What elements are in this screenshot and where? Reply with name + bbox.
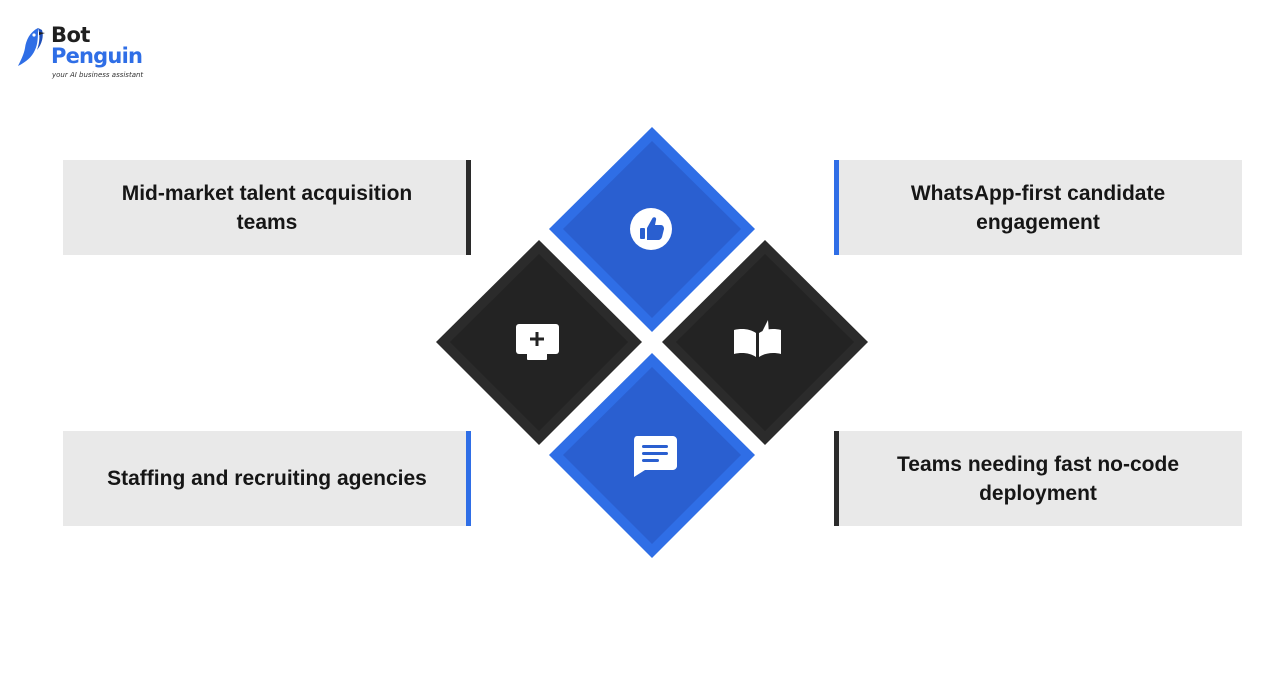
accent-bar-top-left xyxy=(466,160,471,255)
add-message-icon xyxy=(516,324,559,360)
brand-logo: Bot Penguin your AI business assistant xyxy=(18,24,158,84)
item-box-top-right: WhatsApp-first candidate engagement xyxy=(834,160,1242,255)
brand-name-bot: Bot xyxy=(51,23,90,47)
item-box-top-left: Mid-market talent acquisition teams xyxy=(63,160,471,255)
item-text: Staffing and recruiting agencies xyxy=(107,467,427,490)
accent-bar-bottom-left xyxy=(466,431,471,526)
brand-tagline: your AI business assistant xyxy=(52,71,144,79)
penguin-logo-icon xyxy=(18,28,45,66)
thumbs-up-icon xyxy=(630,208,672,250)
brand-name-penguin: Penguin xyxy=(51,44,143,68)
accent-bar-bottom-right xyxy=(834,431,839,526)
item-text: Mid-market talent acquisition teams xyxy=(121,181,413,234)
chat-bubble-icon xyxy=(634,436,677,477)
item-box-bottom-left: Staffing and recruiting agencies xyxy=(63,431,471,526)
item-box-bottom-right: Teams needing fast no-code deployment xyxy=(834,431,1242,526)
item-text: Teams needing fast no-code deployment xyxy=(897,452,1179,505)
open-book-icon xyxy=(734,320,781,357)
accent-bar-top-right xyxy=(834,160,839,255)
item-text: WhatsApp-first candidate engagement xyxy=(910,181,1166,234)
